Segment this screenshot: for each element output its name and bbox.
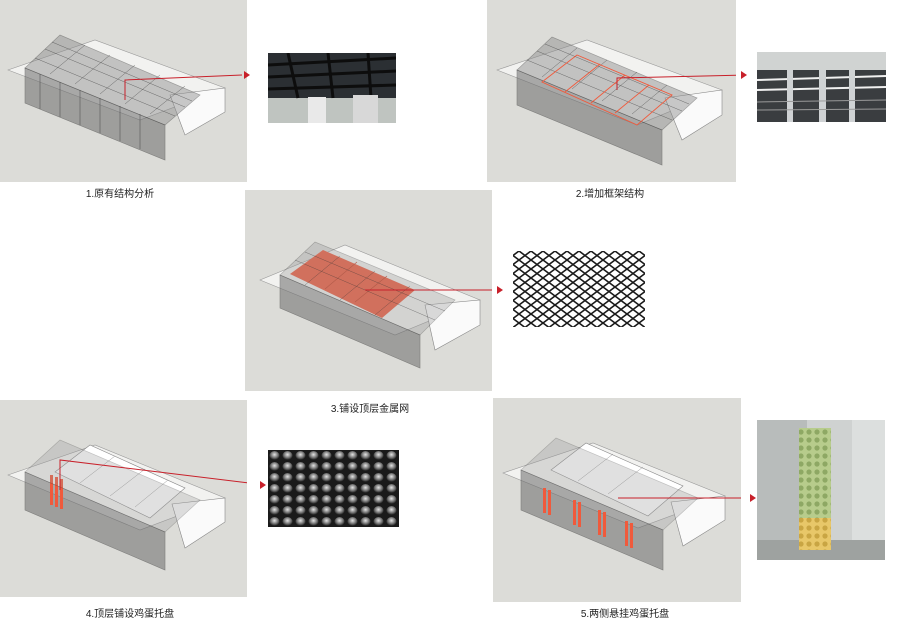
step2-caption: 2.增加框架结构	[575, 189, 645, 200]
arrow2-head	[741, 71, 747, 79]
step2-model	[496, 36, 736, 166]
step2-photo-frame	[757, 52, 886, 122]
step4-panel	[0, 400, 247, 597]
arrow5-head	[750, 494, 756, 502]
step5-caption: 5.两侧悬挂鸡蛋托盘	[580, 609, 670, 620]
step1-photo-steel-structure	[268, 53, 396, 123]
step5-photo-hanging-egg-tray	[757, 420, 885, 560]
step3-panel	[245, 190, 492, 391]
step5-panel	[493, 398, 741, 602]
step3-model	[259, 241, 492, 369]
step1-panel	[0, 0, 247, 182]
step4-photo-egg-tray	[268, 450, 399, 527]
step3-caption: 3.铺设顶层金属网	[330, 404, 410, 415]
step4-model	[7, 439, 247, 571]
step2-panel	[487, 0, 736, 182]
step4-caption: 4.顶层铺设鸡蛋托盘	[85, 609, 175, 620]
step1-caption: 1.原有结构分析	[85, 189, 155, 200]
step1-model	[7, 34, 243, 161]
arrow3-head	[497, 286, 503, 294]
step3-photo-metal-mesh	[513, 251, 645, 327]
arrow4-head	[260, 481, 266, 489]
step5-model	[502, 437, 741, 571]
